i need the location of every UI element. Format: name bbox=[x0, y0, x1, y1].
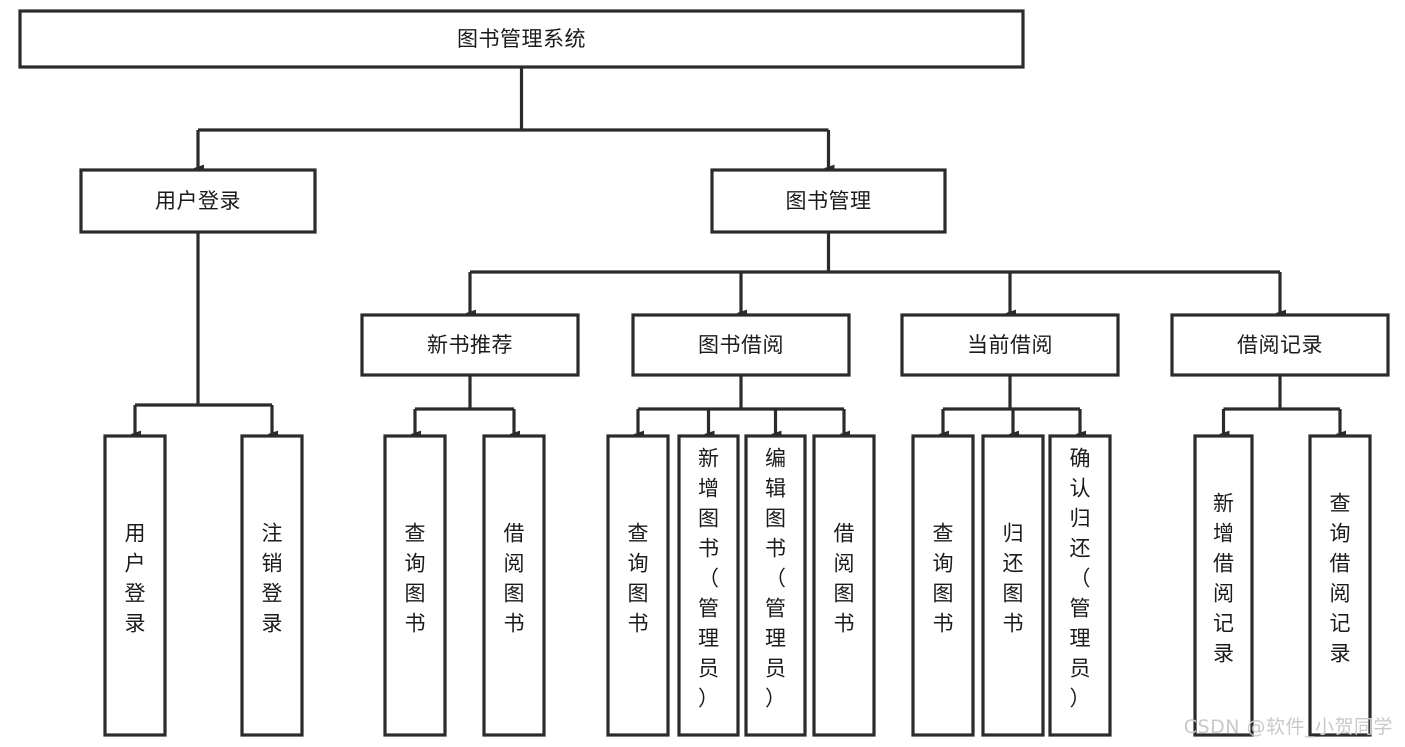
node-leaf-borrow-book-rec[interactable]: 借阅图书 bbox=[482, 434, 546, 737]
node-label: 借阅记录 bbox=[1237, 333, 1323, 357]
node-leaf-query-book-current[interactable]: 查询图书 bbox=[911, 434, 975, 737]
node-borrow-record[interactable]: 借阅记录 bbox=[1170, 313, 1390, 377]
node-leaf-user-login[interactable]: 用户登录 bbox=[103, 434, 167, 737]
node-root[interactable]: 图书管理系统 bbox=[18, 9, 1025, 69]
node-box bbox=[383, 434, 447, 737]
node-leaf-return-book[interactable]: 归还图书 bbox=[981, 434, 1045, 737]
node-label: 新增借阅记录 bbox=[1213, 492, 1234, 666]
csdn-watermark: CSDN @软件_小贺同学 bbox=[1183, 716, 1393, 738]
node-user-login[interactable]: 用户登录 bbox=[79, 168, 317, 234]
node-box bbox=[79, 168, 317, 234]
node-label: 归还图书 bbox=[1003, 522, 1024, 636]
node-box bbox=[1193, 434, 1254, 737]
node-label: 查询图书 bbox=[405, 522, 426, 636]
node-box bbox=[1308, 434, 1372, 737]
node-box bbox=[677, 434, 740, 737]
node-leaf-user-logout[interactable]: 注销登录 bbox=[240, 434, 304, 737]
node-box bbox=[911, 434, 975, 737]
node-label: 借阅图书 bbox=[834, 522, 855, 636]
node-label: 编辑图书（管理员） bbox=[765, 447, 786, 711]
node-box bbox=[18, 9, 1025, 69]
node-leaf-query-book-rec[interactable]: 查询图书 bbox=[383, 434, 447, 737]
nodes-layer: 图书管理系统用户登录图书管理新书推荐图书借阅当前借阅借阅记录用户登录注销登录查询… bbox=[18, 9, 1390, 737]
node-book-borrow[interactable]: 图书借阅 bbox=[631, 313, 851, 377]
node-label: 新书推荐 bbox=[427, 333, 513, 357]
node-box bbox=[631, 313, 851, 377]
node-label: 查询图书 bbox=[628, 522, 649, 636]
node-box bbox=[103, 434, 167, 737]
node-leaf-add-book[interactable]: 新增图书（管理员） bbox=[677, 434, 740, 737]
node-leaf-borrow-book[interactable]: 借阅图书 bbox=[812, 434, 876, 737]
node-box bbox=[482, 434, 546, 737]
node-box bbox=[981, 434, 1045, 737]
node-leaf-edit-book[interactable]: 编辑图书（管理员） bbox=[744, 434, 807, 737]
node-label: 新增图书（管理员） bbox=[698, 447, 719, 711]
node-label: 查询图书 bbox=[933, 522, 954, 636]
node-box bbox=[744, 434, 807, 737]
node-box bbox=[606, 434, 670, 737]
node-current-borrow[interactable]: 当前借阅 bbox=[900, 313, 1120, 377]
node-label: 确认归还（管理员） bbox=[1070, 447, 1091, 711]
node-label: 查询借阅记录 bbox=[1330, 492, 1351, 666]
connectors-layer bbox=[135, 67, 1340, 435]
node-leaf-add-record[interactable]: 新增借阅记录 bbox=[1193, 434, 1254, 737]
node-leaf-query-book-borrow[interactable]: 查询图书 bbox=[606, 434, 670, 737]
node-leaf-confirm-return[interactable]: 确认归还（管理员） bbox=[1048, 434, 1112, 737]
node-label: 借阅图书 bbox=[504, 522, 525, 636]
node-box bbox=[1048, 434, 1112, 737]
node-label: 图书借阅 bbox=[698, 333, 784, 357]
node-box bbox=[812, 434, 876, 737]
node-box bbox=[360, 313, 580, 377]
node-label: 当前借阅 bbox=[967, 333, 1053, 357]
node-label: 图书管理 bbox=[786, 189, 872, 213]
node-label: 图书管理系统 bbox=[457, 27, 586, 51]
node-box bbox=[240, 434, 304, 737]
node-leaf-query-record[interactable]: 查询借阅记录 bbox=[1308, 434, 1372, 737]
node-book-manage[interactable]: 图书管理 bbox=[710, 168, 947, 234]
node-box bbox=[710, 168, 947, 234]
node-label: 用户登录 bbox=[155, 189, 241, 213]
node-label: 注销登录 bbox=[262, 522, 283, 636]
node-new-book-rec[interactable]: 新书推荐 bbox=[360, 313, 580, 377]
node-box bbox=[900, 313, 1120, 377]
node-box bbox=[1170, 313, 1390, 377]
node-label: 用户登录 bbox=[125, 522, 146, 636]
